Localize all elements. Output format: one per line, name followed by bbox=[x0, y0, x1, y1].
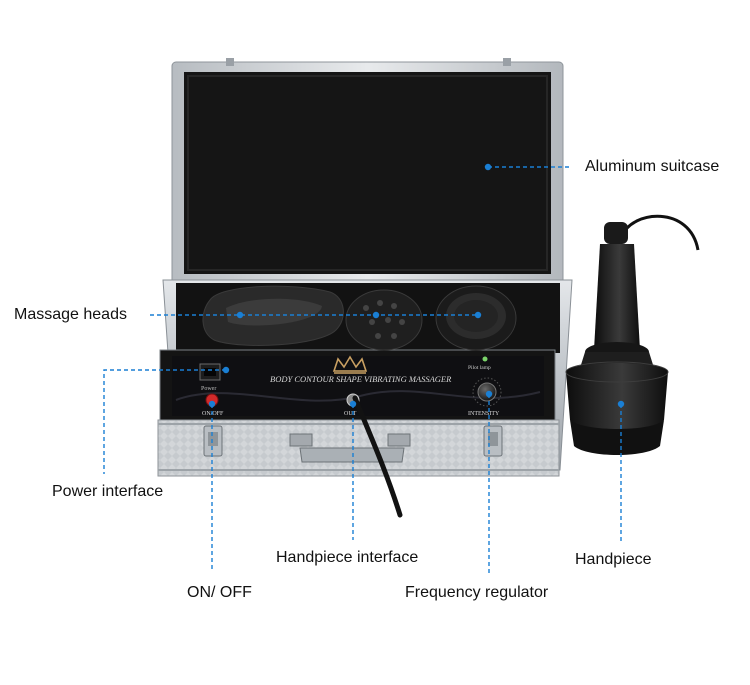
on-off-text: ON/OFF bbox=[202, 411, 224, 417]
callout-dots bbox=[208, 163, 625, 408]
intensity-text: INTENSITY bbox=[468, 411, 500, 417]
handpiece bbox=[565, 214, 700, 455]
label-power-interface: Power interface bbox=[52, 483, 164, 500]
out-text: OUT bbox=[344, 411, 357, 417]
callout-lines bbox=[103, 166, 622, 575]
pilot-lamp bbox=[482, 356, 488, 362]
label-handpiece-interface: Handpiece interface bbox=[276, 549, 419, 566]
label-on-off: ON/ OFF bbox=[187, 584, 252, 601]
massage-heads bbox=[202, 285, 517, 351]
panel-title: BODY CONTOUR SHAPE VIBRATING MASSAGER bbox=[270, 374, 452, 384]
label-aluminum-suitcase: Aluminum suitcase bbox=[585, 158, 720, 175]
label-frequency-regulator: Frequency regulator bbox=[405, 584, 549, 601]
handpiece-cable bbox=[352, 395, 403, 518]
suitcase-lid bbox=[171, 58, 564, 285]
pilot-lamp-text: Pilot lamp bbox=[468, 365, 491, 371]
crown-logo bbox=[332, 355, 368, 374]
label-handpiece: Handpiece bbox=[575, 551, 652, 568]
power-label: Power bbox=[201, 386, 216, 392]
label-massage-heads: Massage heads bbox=[14, 306, 127, 323]
